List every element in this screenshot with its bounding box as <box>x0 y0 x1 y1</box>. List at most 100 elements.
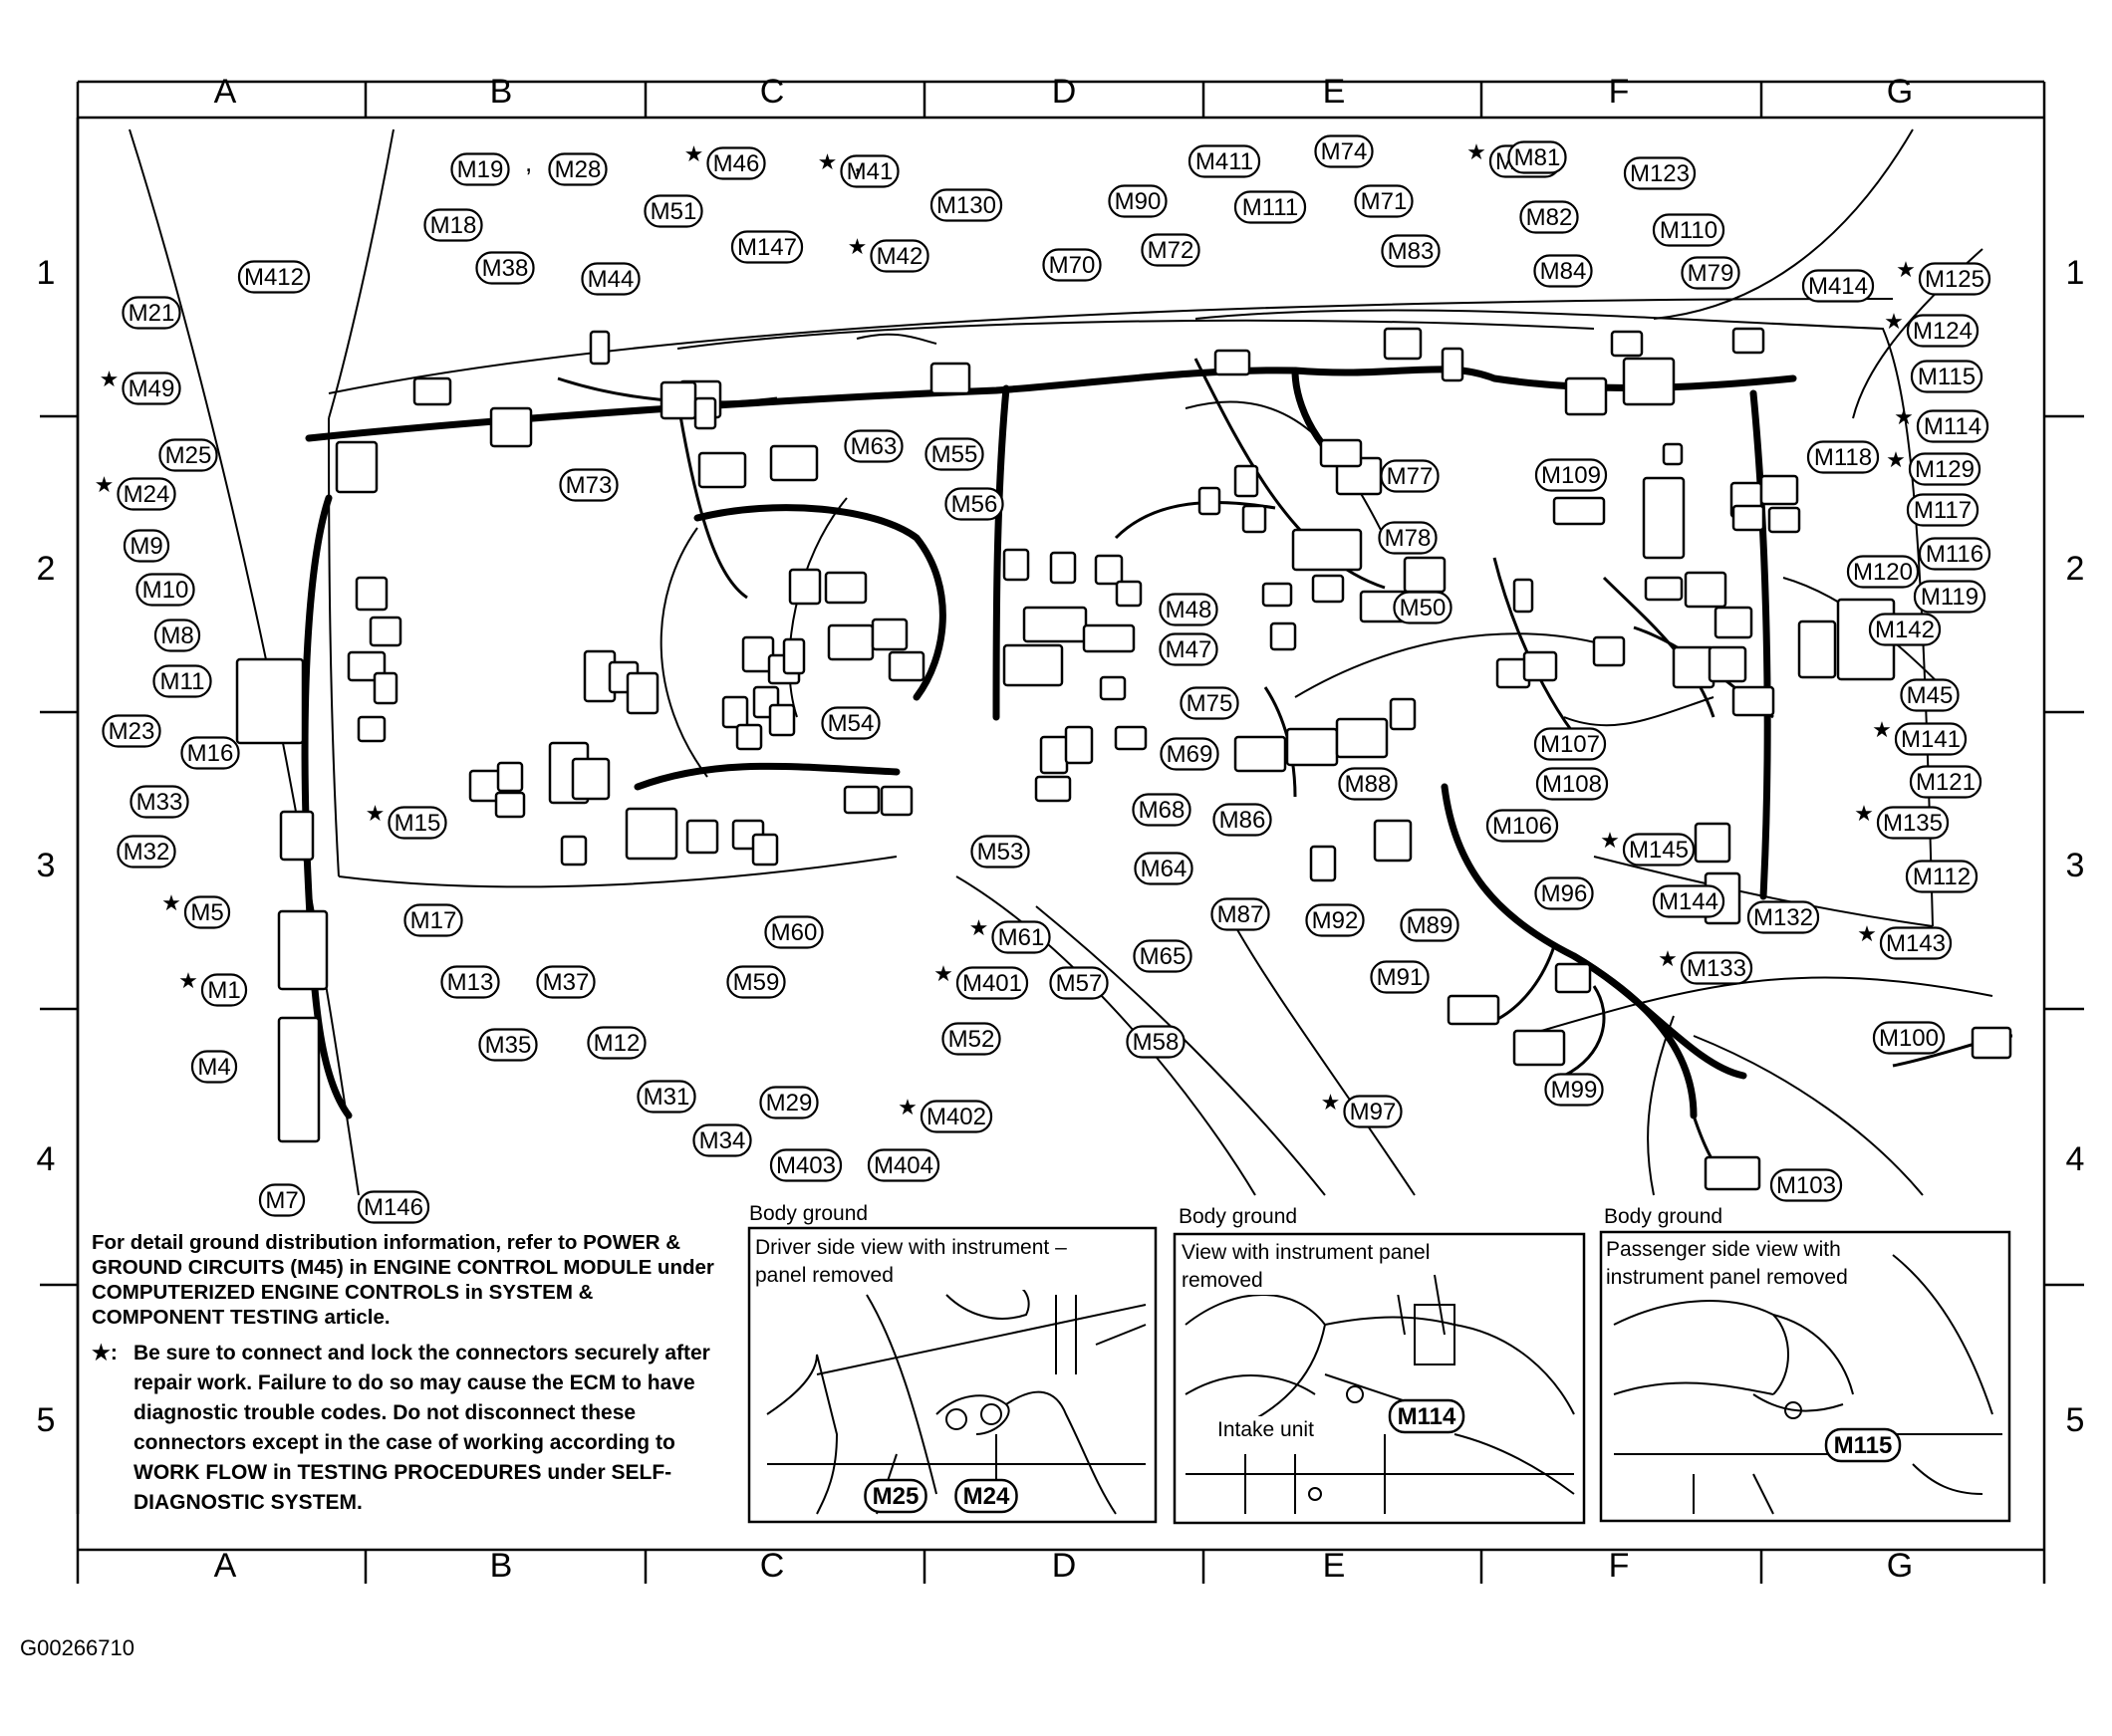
connector-label-m31[interactable]: M31 <box>637 1080 696 1114</box>
connector-label-m50[interactable]: M50 <box>1393 591 1452 624</box>
label-pill[interactable] <box>867 1148 940 1182</box>
connector-label-m29[interactable]: M29 <box>759 1086 819 1119</box>
label-pill[interactable] <box>644 194 703 228</box>
connector-label-m41[interactable]: M41★ <box>818 149 900 188</box>
connector-label-m135[interactable]: M135★ <box>1854 801 1950 840</box>
label-pill[interactable] <box>1876 806 1950 840</box>
connector-label-m142[interactable]: M142 <box>1868 613 1942 646</box>
label-pill[interactable] <box>559 468 619 502</box>
connector-label-m53[interactable]: M53 <box>970 835 1030 868</box>
connector-label-m1[interactable]: M1★ <box>178 968 248 1007</box>
connector-label-m11[interactable]: M11 <box>152 664 212 698</box>
connector-label-m411[interactable]: M411 <box>1188 144 1261 178</box>
connector-label-m402[interactable]: M402★ <box>898 1095 993 1133</box>
label-pill[interactable] <box>475 251 535 285</box>
connector-label-m17[interactable]: M17 <box>403 903 463 937</box>
connector-label-m112[interactable]: M112 <box>1905 860 1979 893</box>
label-pill[interactable] <box>870 239 929 273</box>
label-pill[interactable] <box>1159 632 1218 666</box>
label-pill[interactable] <box>1622 833 1696 867</box>
label-pill[interactable] <box>1338 767 1398 801</box>
connector-label-m87[interactable]: M87 <box>1210 897 1270 931</box>
label-pill[interactable] <box>180 736 240 770</box>
label-pill[interactable] <box>581 262 641 296</box>
label-pill[interactable] <box>1879 926 1953 960</box>
label-pill[interactable] <box>388 806 447 840</box>
connector-label-m129[interactable]: M129★ <box>1886 447 1981 486</box>
connector-label-m58[interactable]: M58 <box>1126 1025 1186 1059</box>
connector-label-m117[interactable]: M117 <box>1906 493 1980 527</box>
label-pill[interactable] <box>153 619 201 652</box>
label-pill[interactable] <box>1680 951 1753 985</box>
label-pill[interactable] <box>1681 256 1740 290</box>
label-pill[interactable] <box>1314 134 1374 168</box>
connector-label-m8[interactable]: M8 <box>153 619 201 652</box>
label-pill[interactable] <box>769 1148 843 1182</box>
label-pill[interactable] <box>135 573 195 607</box>
connector-label-m5[interactable]: M5★ <box>161 890 231 929</box>
inset-label-m24[interactable]: M24 <box>954 1478 1018 1514</box>
connector-label-m84[interactable]: M84 <box>1533 254 1593 288</box>
connector-label-m77[interactable]: M77 <box>1380 459 1440 493</box>
label-pill[interactable] <box>1188 144 1261 178</box>
connector-label-m146[interactable]: M146 <box>357 1190 430 1224</box>
label-pill[interactable] <box>692 1123 752 1157</box>
connector-label-m52[interactable]: M52 <box>941 1022 1001 1056</box>
label-pill[interactable] <box>1126 1025 1186 1059</box>
connector-label-m46[interactable]: M46★ <box>684 141 766 180</box>
connector-label-m70[interactable]: M70 <box>1042 248 1102 282</box>
connector-label-m21[interactable]: M21 <box>122 296 181 330</box>
label-pill[interactable] <box>1393 591 1452 624</box>
label-pill[interactable] <box>970 835 1030 868</box>
label-pill[interactable] <box>1806 440 1880 474</box>
connector-label-m99[interactable]: M99 <box>1544 1073 1604 1107</box>
connector-label-m414[interactable]: M414 <box>1801 269 1875 303</box>
connector-label-m106[interactable]: M106 <box>1485 809 1559 843</box>
connector-label-m74[interactable]: M74 <box>1314 134 1374 168</box>
connector-label-m96[interactable]: M96 <box>1534 876 1594 910</box>
label-pill[interactable] <box>1159 593 1218 626</box>
connector-label-m88[interactable]: M88 <box>1338 767 1398 801</box>
connector-label-m125[interactable]: M125★ <box>1896 257 1991 296</box>
connector-label-m38[interactable]: M38 <box>475 251 535 285</box>
label-pill[interactable] <box>706 146 766 180</box>
label-pill[interactable] <box>637 1080 696 1114</box>
connector-label-m109[interactable]: M109 <box>1534 458 1608 492</box>
label-pill[interactable] <box>1378 521 1438 555</box>
label-pill[interactable] <box>1210 897 1270 931</box>
connector-label-m133[interactable]: M133★ <box>1658 946 1753 985</box>
connector-label-m25[interactable]: M25 <box>158 438 218 472</box>
label-pill[interactable] <box>1544 1073 1604 1107</box>
label-pill[interactable] <box>1868 613 1942 646</box>
connector-label-m78[interactable]: M78 <box>1378 521 1438 555</box>
label-pill[interactable] <box>955 966 1029 1000</box>
label-pill[interactable] <box>1905 860 1979 893</box>
connector-label-m57[interactable]: M57 <box>1049 966 1109 1000</box>
label-pill[interactable] <box>1134 852 1193 885</box>
connector-label-m401[interactable]: M401★ <box>933 961 1029 1000</box>
label-pill[interactable] <box>440 965 500 999</box>
connector-label-m13[interactable]: M13 <box>440 965 500 999</box>
connector-label-m111[interactable]: M111 <box>1233 190 1307 224</box>
connector-label-m100[interactable]: M100 <box>1872 1021 1946 1055</box>
connector-label-m73[interactable]: M73 <box>559 468 619 502</box>
connector-label-m89[interactable]: M89 <box>1400 908 1459 942</box>
label-pill[interactable] <box>1824 1427 1902 1463</box>
label-pill[interactable] <box>1900 678 1960 712</box>
label-pill[interactable] <box>423 208 483 242</box>
inset-label-m114[interactable]: M114 <box>1388 1398 1465 1434</box>
label-pill[interactable] <box>1533 254 1593 288</box>
label-pill[interactable] <box>1533 727 1607 761</box>
label-pill[interactable] <box>1918 537 1991 571</box>
connector-label-m10[interactable]: M10 <box>135 573 195 607</box>
label-pill[interactable] <box>1049 966 1109 1000</box>
inset-label-m25[interactable]: M25 <box>864 1478 927 1514</box>
label-pill[interactable] <box>130 785 189 819</box>
connector-label-m404[interactable]: M404 <box>867 1148 940 1182</box>
connector-label-m59[interactable]: M59 <box>726 965 786 999</box>
label-pill[interactable] <box>183 895 231 929</box>
label-pill[interactable] <box>1908 452 1981 486</box>
connector-label-m19[interactable]: M19 <box>450 152 510 186</box>
label-pill[interactable] <box>403 903 463 937</box>
connector-label-m48[interactable]: M48 <box>1159 593 1218 626</box>
